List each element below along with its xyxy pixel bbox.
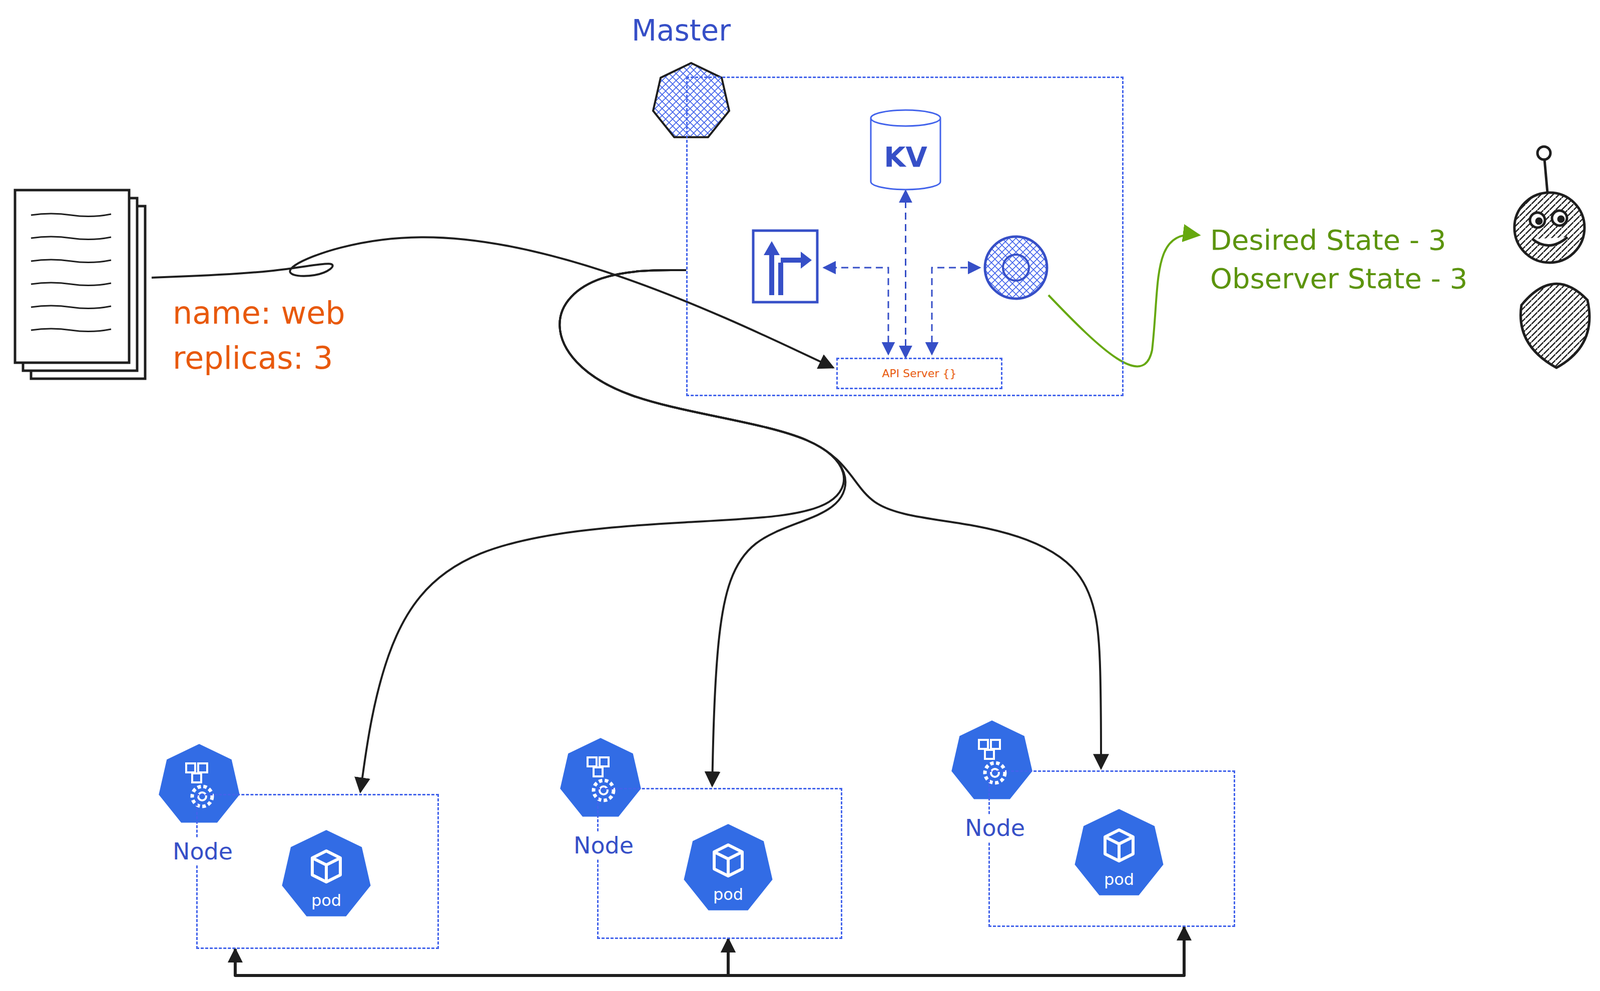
document-line bbox=[31, 213, 112, 217]
spec-text: replicas: 3 bbox=[172, 340, 334, 376]
node-icon bbox=[157, 743, 241, 825]
state-note: Desired State - 3 bbox=[1210, 224, 1447, 257]
box-heading: Master bbox=[631, 14, 731, 48]
controller-icon bbox=[984, 236, 1047, 299]
document-stack bbox=[15, 190, 146, 379]
node-box: podNode bbox=[597, 788, 843, 940]
node-icons bbox=[157, 719, 1034, 825]
node-icon bbox=[950, 719, 1034, 801]
state-leader bbox=[1048, 234, 1200, 367]
robot-figure bbox=[1514, 146, 1590, 368]
connector bbox=[235, 939, 729, 976]
control-link bbox=[823, 267, 980, 355]
pod-label: pod bbox=[1104, 870, 1135, 890]
connector bbox=[360, 270, 844, 793]
store-label: KV bbox=[883, 141, 928, 174]
document-node: name: webreplicas: 3 bbox=[15, 189, 148, 383]
kv-store: KV bbox=[869, 109, 942, 191]
spec-text: name: web bbox=[172, 295, 346, 331]
node-icon bbox=[559, 737, 643, 819]
box-heading: Node bbox=[170, 838, 235, 866]
document-line bbox=[31, 236, 112, 240]
connector bbox=[728, 927, 1185, 976]
api-server-box: API Server {} bbox=[836, 357, 1003, 390]
pod-icon: pod bbox=[1071, 807, 1167, 903]
node-box: podNode bbox=[196, 794, 439, 950]
box-heading: Node bbox=[571, 832, 636, 860]
document-line bbox=[31, 305, 112, 309]
pod-icon: pod bbox=[278, 828, 374, 924]
pod-icon: pod bbox=[680, 822, 776, 918]
pod-label: pod bbox=[311, 891, 342, 911]
document-line bbox=[31, 328, 112, 332]
connector bbox=[904, 190, 907, 358]
box-label: API Server {} bbox=[882, 367, 957, 380]
pod-label: pod bbox=[713, 885, 744, 905]
state-note: Observer State - 3 bbox=[1210, 262, 1468, 295]
node-box: podNode bbox=[988, 770, 1236, 928]
scheduler-icon bbox=[753, 230, 818, 303]
document-line bbox=[31, 259, 112, 263]
connector bbox=[559, 270, 1102, 769]
master-box: KVAPI Server {}Master bbox=[686, 76, 1124, 397]
master-icon bbox=[653, 63, 730, 138]
document-line bbox=[31, 282, 112, 286]
box-heading: Node bbox=[962, 815, 1027, 842]
connector bbox=[559, 270, 846, 787]
